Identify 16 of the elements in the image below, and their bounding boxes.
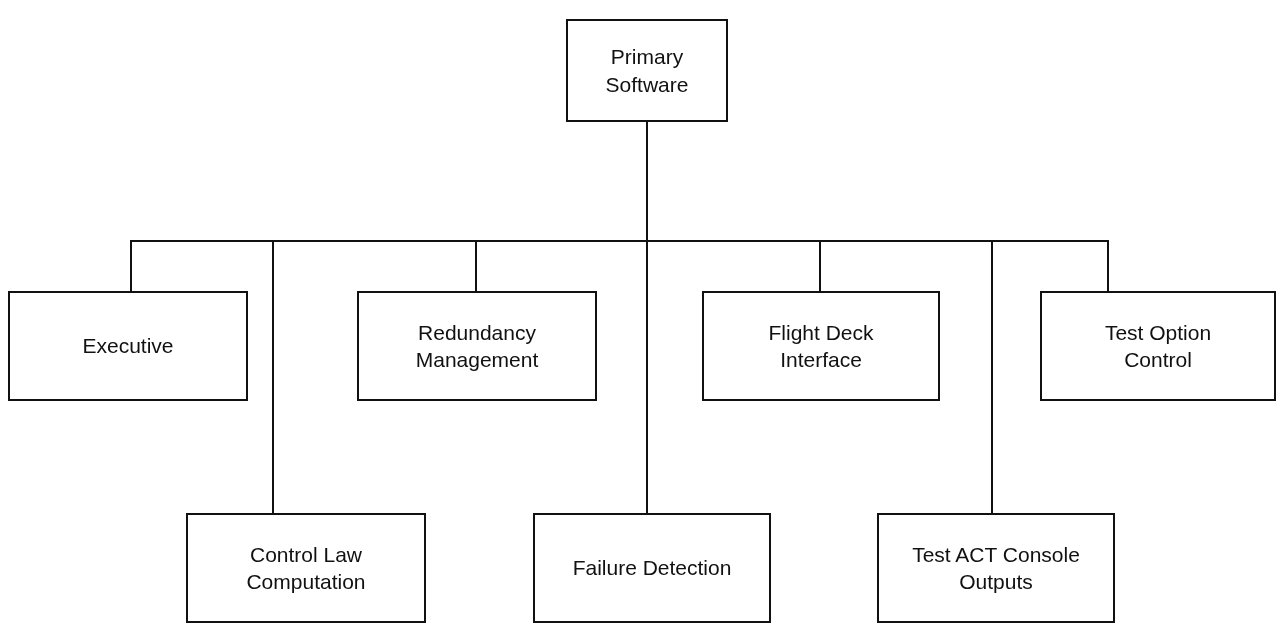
module-box: [566, 19, 728, 122]
module-label: Control Law Computation: [245, 541, 367, 595]
module-box: [877, 513, 1115, 623]
module-box: [8, 291, 248, 401]
module-label: Executive: [82, 333, 174, 360]
module-label: Failure Detection: [572, 555, 732, 582]
module-label: Primary Software: [604, 44, 690, 98]
module-box: [357, 291, 597, 401]
module-label: Redundancy Management: [414, 319, 540, 373]
module-label: Test Option Control: [1103, 319, 1213, 373]
module-label: Flight Deck Interface: [767, 319, 875, 373]
module-label: Test ACT Console Outputs: [911, 541, 1081, 595]
module-box: [533, 513, 771, 623]
module-box: [702, 291, 940, 401]
module-box: [1040, 291, 1276, 401]
module-box: [186, 513, 426, 623]
